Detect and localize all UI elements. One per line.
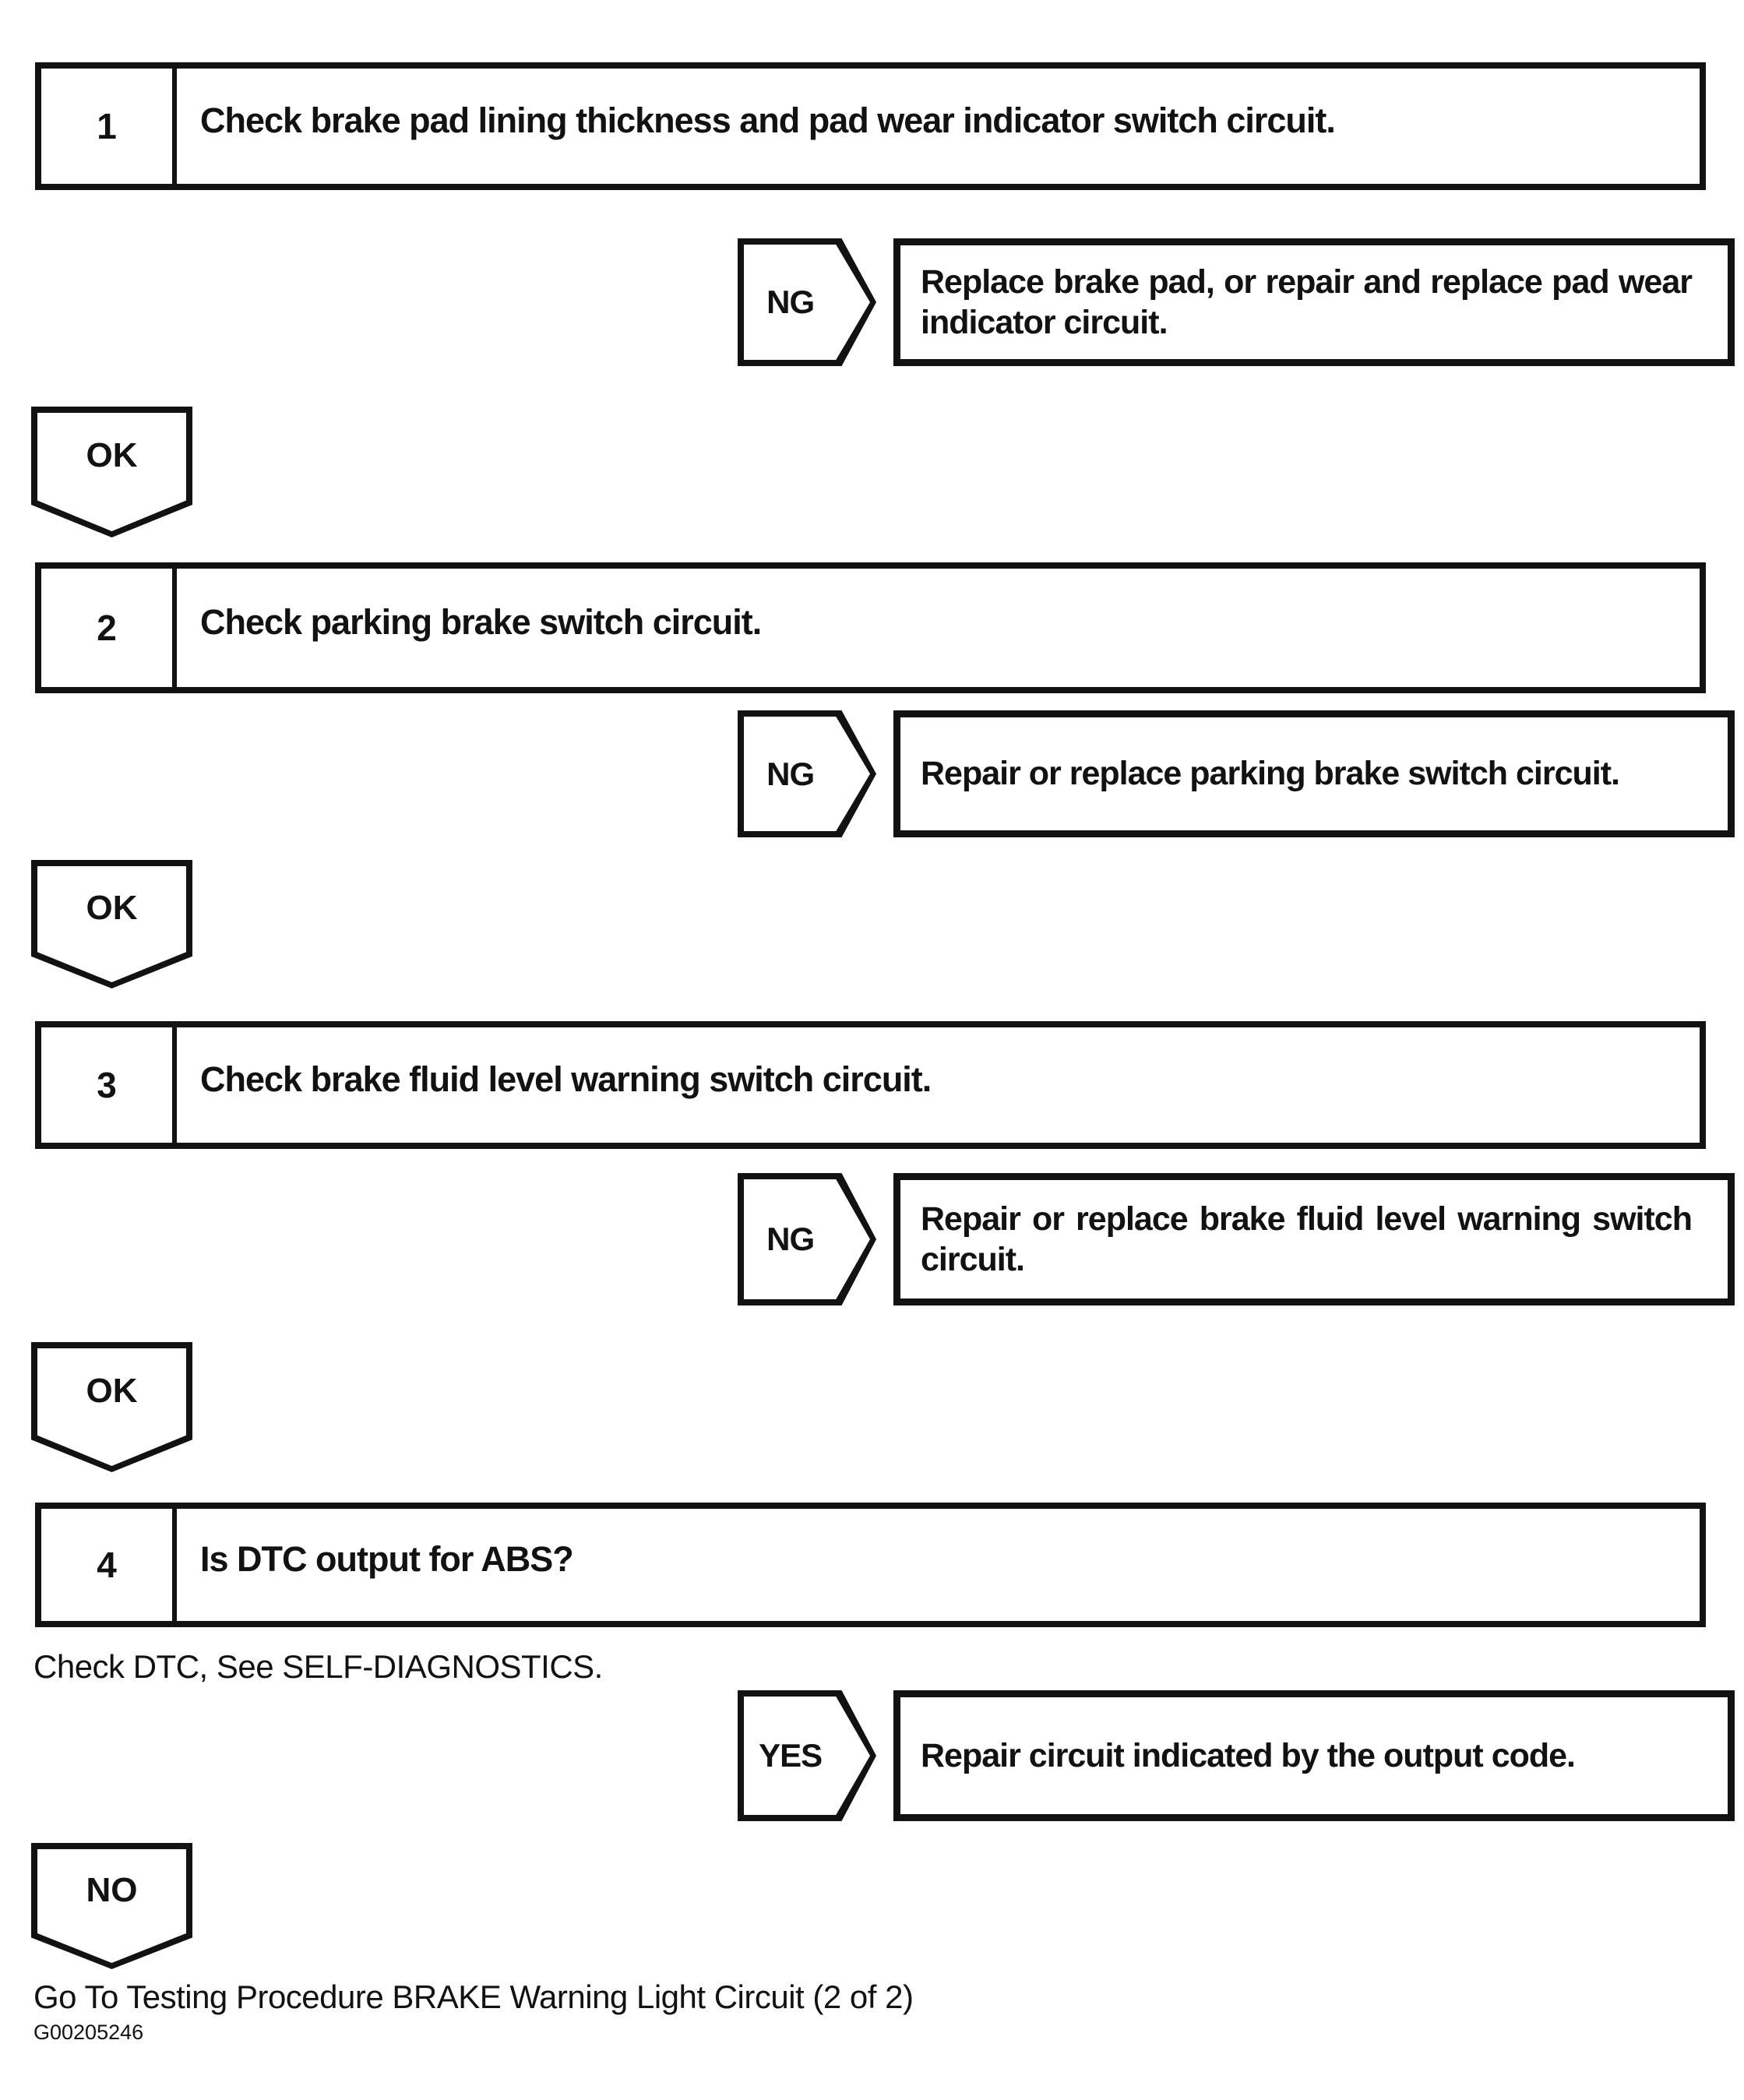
branch-row-2: NG Repair or replace parking brake switc… <box>738 710 1735 837</box>
step-number: 2 <box>41 569 177 687</box>
branch-row-3: NG Repair or replace brake fluid level w… <box>738 1173 1735 1305</box>
branch-row-1: NG Replace brake pad, or repair and repl… <box>738 238 1735 366</box>
ok-label: OK <box>86 436 138 474</box>
result-box: Replace brake pad, or repair and replace… <box>893 238 1735 366</box>
figure-id: G00205246 <box>33 2021 144 2044</box>
no-label: NO <box>86 1870 138 1909</box>
result-box: Repair or replace parking brake switch c… <box>893 710 1735 837</box>
go-to-procedure-text: Go To Testing Procedure BRAKE Warning Li… <box>33 1978 914 2015</box>
ok-label: OK <box>86 888 138 927</box>
yes-label: YES <box>759 1737 823 1774</box>
step4-note: Check DTC, See SELF-DIAGNOSTICS. <box>33 1648 603 1685</box>
ng-label: NG <box>766 1221 815 1257</box>
ng-label: NG <box>766 284 815 320</box>
step-number: 4 <box>41 1509 177 1621</box>
result-text: Repair circuit indicated by the output c… <box>921 1736 1576 1774</box>
step-title: Check brake fluid level warning switch c… <box>200 1059 932 1099</box>
step-title: Check brake pad lining thickness and pad… <box>200 100 1336 140</box>
step-box-2: 2 Check parking brake switch circuit. <box>35 562 1706 693</box>
ng-tag: NG <box>738 238 876 366</box>
step-box-4: 4 Is DTC output for ABS? <box>35 1503 1706 1627</box>
step-title: Is DTC output for ABS? <box>200 1539 574 1579</box>
step-box-1: 1 Check brake pad lining thickness and p… <box>35 62 1706 190</box>
branch-row-4: YES Repair circuit indicated by the outp… <box>738 1690 1735 1821</box>
ng-tag: NG <box>738 1173 876 1305</box>
no-marker: NO <box>31 1843 192 1969</box>
ok-marker-2: OK <box>31 860 192 988</box>
step-number: 3 <box>41 1027 177 1143</box>
ok-label: OK <box>86 1371 138 1410</box>
ng-label: NG <box>766 755 815 792</box>
step-box-3: 3 Check brake fluid level warning switch… <box>35 1021 1706 1149</box>
ok-marker-3: OK <box>31 1342 192 1472</box>
ok-marker-1: OK <box>31 407 192 537</box>
result-text: Repair or replace parking brake switch c… <box>921 755 1620 793</box>
ng-tag: NG <box>738 710 876 837</box>
result-box: Repair circuit indicated by the output c… <box>893 1690 1735 1821</box>
step-number: 1 <box>41 69 177 184</box>
step-title: Check parking brake switch circuit. <box>200 602 762 642</box>
yes-tag: YES <box>738 1690 876 1821</box>
result-text: Repair or replace brake fluid level warn… <box>921 1200 1693 1278</box>
result-box: Repair or replace brake fluid level warn… <box>893 1173 1735 1305</box>
result-text: Replace brake pad, or repair and replace… <box>921 262 1693 341</box>
